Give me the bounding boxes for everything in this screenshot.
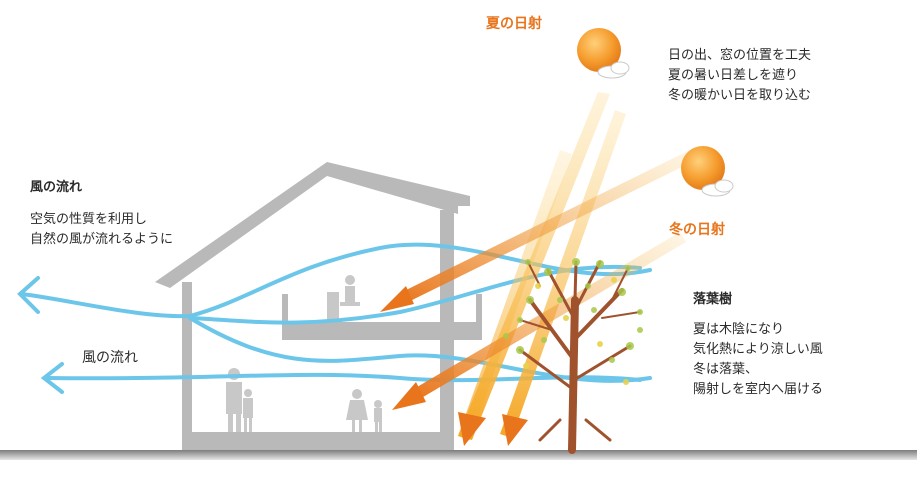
wind-flow-description: 空気の性質を利用し 自然の風が流れるように xyxy=(30,210,173,250)
summer-sun-line: 日の出、窓の位置を工夫 xyxy=(668,48,812,63)
tree-title: 落葉樹 xyxy=(693,292,733,307)
summer-sun-title: 夏の日射 xyxy=(486,16,542,32)
wind-flow-lower-label: 風の流れ xyxy=(82,350,138,366)
house-outline xyxy=(155,162,482,450)
deciduous-tree xyxy=(503,258,643,454)
wind-flow-line: 空気の性質を利用し xyxy=(30,212,148,227)
tree-line: 冬は落葉、 xyxy=(693,362,759,377)
tree-line: 夏は木陰になり xyxy=(693,322,785,337)
winter-sun-rays xyxy=(380,150,696,410)
wind-flow-title: 風の流れ xyxy=(30,180,83,195)
tree-description: 夏は木陰になり 気化熱により涼しい風 冬は落葉、 陽射しを室内へ届ける xyxy=(693,320,823,400)
tree-line: 陽射しを室内へ届ける xyxy=(693,382,824,397)
people-silhouettes xyxy=(226,275,382,432)
summer-sun-line: 夏の暑い日差しを遮り xyxy=(668,68,799,83)
winter-sun-icon xyxy=(681,146,734,197)
summer-sun-icon xyxy=(577,28,630,79)
winter-sun-title: 冬の日射 xyxy=(669,222,725,238)
wind-flow-line: 自然の風が流れるように xyxy=(30,232,174,247)
ground-line xyxy=(0,450,917,460)
tree-line: 気化熱により涼しい風 xyxy=(693,342,823,357)
summer-sun-description: 日の出、窓の位置を工夫 夏の暑い日差しを遮り 冬の暖かい日を取り込む xyxy=(668,46,811,106)
summer-sun-line: 冬の暖かい日を取り込む xyxy=(668,88,812,103)
